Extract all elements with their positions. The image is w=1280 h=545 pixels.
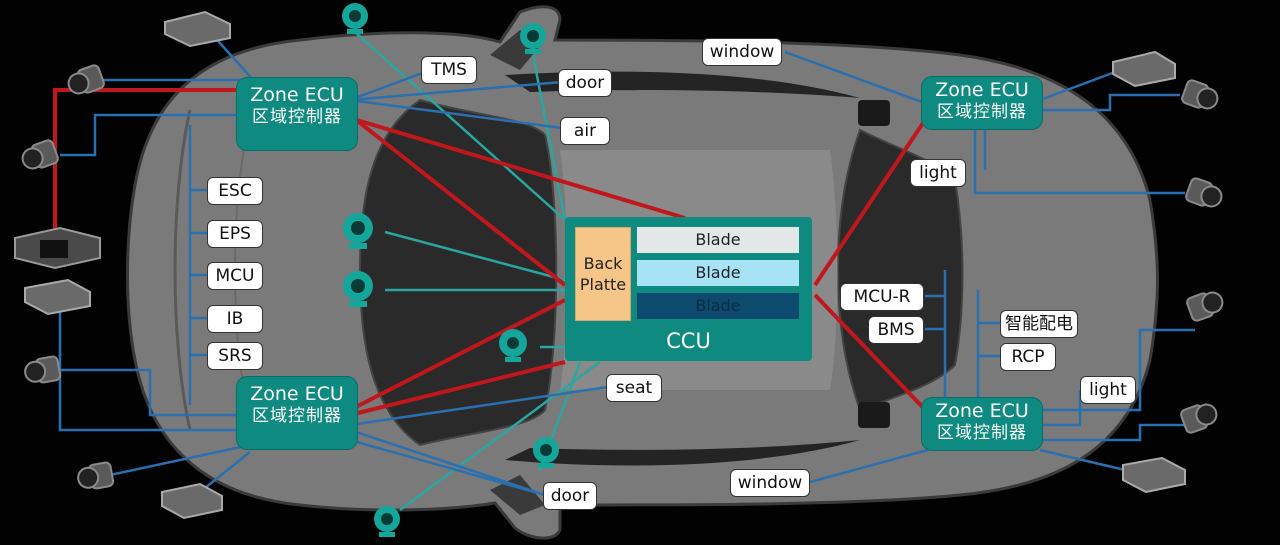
camera-icon-top-2 <box>520 23 546 54</box>
label-seat: seat <box>606 374 662 402</box>
side-window-bottom <box>505 440 860 466</box>
label-air: air <box>560 117 610 145</box>
label-smart-power: 智能配电 <box>1000 310 1078 338</box>
label-esc: ESC <box>207 177 263 205</box>
zone-ecu-top-right: Zone ECU 区域控制器 <box>922 77 1042 129</box>
label-light-bottom: light <box>1080 376 1136 404</box>
label-door-bottom: door <box>543 482 597 510</box>
label-window-top: window <box>702 38 782 66</box>
zone-ecu-bottom-right: Zone ECU 区域控制器 <box>922 398 1042 450</box>
camera-icon-left-2 <box>343 271 373 307</box>
zone-ecu-subtitle: 区域控制器 <box>252 107 342 127</box>
blade-3: Blade <box>637 293 799 319</box>
camera-links <box>354 31 601 512</box>
label-window-bottom: window <box>730 469 810 497</box>
zone-ecu-bottom-left: Zone ECU 区域控制器 <box>237 377 357 449</box>
camera-icon-bottom-2 <box>374 506 400 537</box>
back-plate: Back Platte <box>575 227 631 321</box>
mirror-bottom <box>490 475 545 515</box>
label-mcu: MCU <box>207 262 263 290</box>
label-bms: BMS <box>868 316 924 344</box>
vent-top <box>858 100 890 126</box>
label-light-top: light <box>910 159 966 187</box>
zone-ecu-top-left: Zone ECU 区域控制器 <box>237 78 357 150</box>
radar-sensor-icon <box>21 64 1224 490</box>
backbone-links <box>53 88 937 422</box>
label-door-top: door <box>558 69 612 97</box>
blade-1: Blade <box>637 227 799 253</box>
zone-ecu-subtitle: 区域控制器 <box>252 406 342 426</box>
zone-ecu-subtitle: 区域控制器 <box>937 423 1027 443</box>
front-camera-box-icon <box>14 226 101 270</box>
zone-ecu-title: Zone ECU <box>250 383 344 405</box>
signal-links <box>58 31 1195 501</box>
zone-ecu-title: Zone ECU <box>935 400 1029 422</box>
lidar-box-icon <box>24 10 1186 520</box>
camera-icon-center <box>499 329 527 362</box>
label-ib: IB <box>207 305 263 333</box>
zone-ecu-title: Zone ECU <box>250 84 344 106</box>
label-srs: SRS <box>207 342 263 370</box>
blade-2: Blade <box>637 260 799 286</box>
zone-ecu-subtitle: 区域控制器 <box>937 102 1027 122</box>
hood-contour <box>173 109 192 431</box>
zone-ecu-title: Zone ECU <box>935 79 1029 101</box>
camera-icon-left-1 <box>343 213 373 249</box>
label-mcu-r: MCU-R <box>840 283 924 311</box>
ccu-central-compute-unit: Back Platte Blade Blade Blade CCU <box>565 217 812 361</box>
ccu-caption: CCU <box>666 329 711 353</box>
label-eps: EPS <box>207 220 263 248</box>
label-rcp: RCP <box>1000 343 1056 371</box>
camera-icon-top-1 <box>342 3 368 34</box>
camera-icon-bottom-1 <box>533 437 559 468</box>
vent-bottom <box>858 402 890 428</box>
label-tms: TMS <box>421 56 477 84</box>
